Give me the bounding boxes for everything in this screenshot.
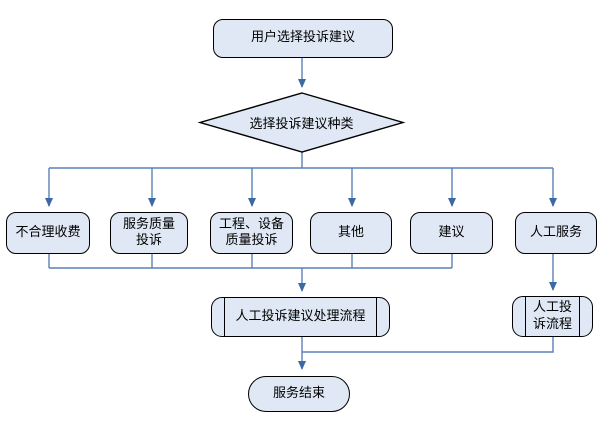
node-process-manual-label: 人工投 诉流程 [532,300,572,332]
decision-diamond-shape [197,92,406,153]
predefined-process-bar [376,298,377,336]
node-branch-other: 其他 [310,212,392,254]
node-process-complaint-suggestion-flow: 人工投诉建议处理流程 [211,297,390,337]
predefined-process-bar [224,298,225,336]
predefined-process-bar [525,297,526,336]
node-branch-equipment-quality: 工程、设备 质量投诉 [210,212,293,254]
node-branch-service-quality: 服务质量 投诉 [110,212,188,254]
node-branch-manual-service: 人工服务 [515,212,597,254]
node-start: 用户选择投诉建议 [213,19,393,58]
node-process-manual-complaint-flow: 人工投 诉流程 [512,296,593,337]
predefined-process-bar [579,297,580,336]
node-branch-suggestion: 建议 [410,212,493,254]
node-process-main-label: 人工投诉建议处理流程 [235,308,366,324]
node-decision-label: 选择投诉建议种类 [249,117,354,132]
edge-manual-join [302,337,554,353]
node-branch-unreasonable-fee: 不合理收费 [6,212,90,254]
node-end: 服务结束 [248,376,350,412]
